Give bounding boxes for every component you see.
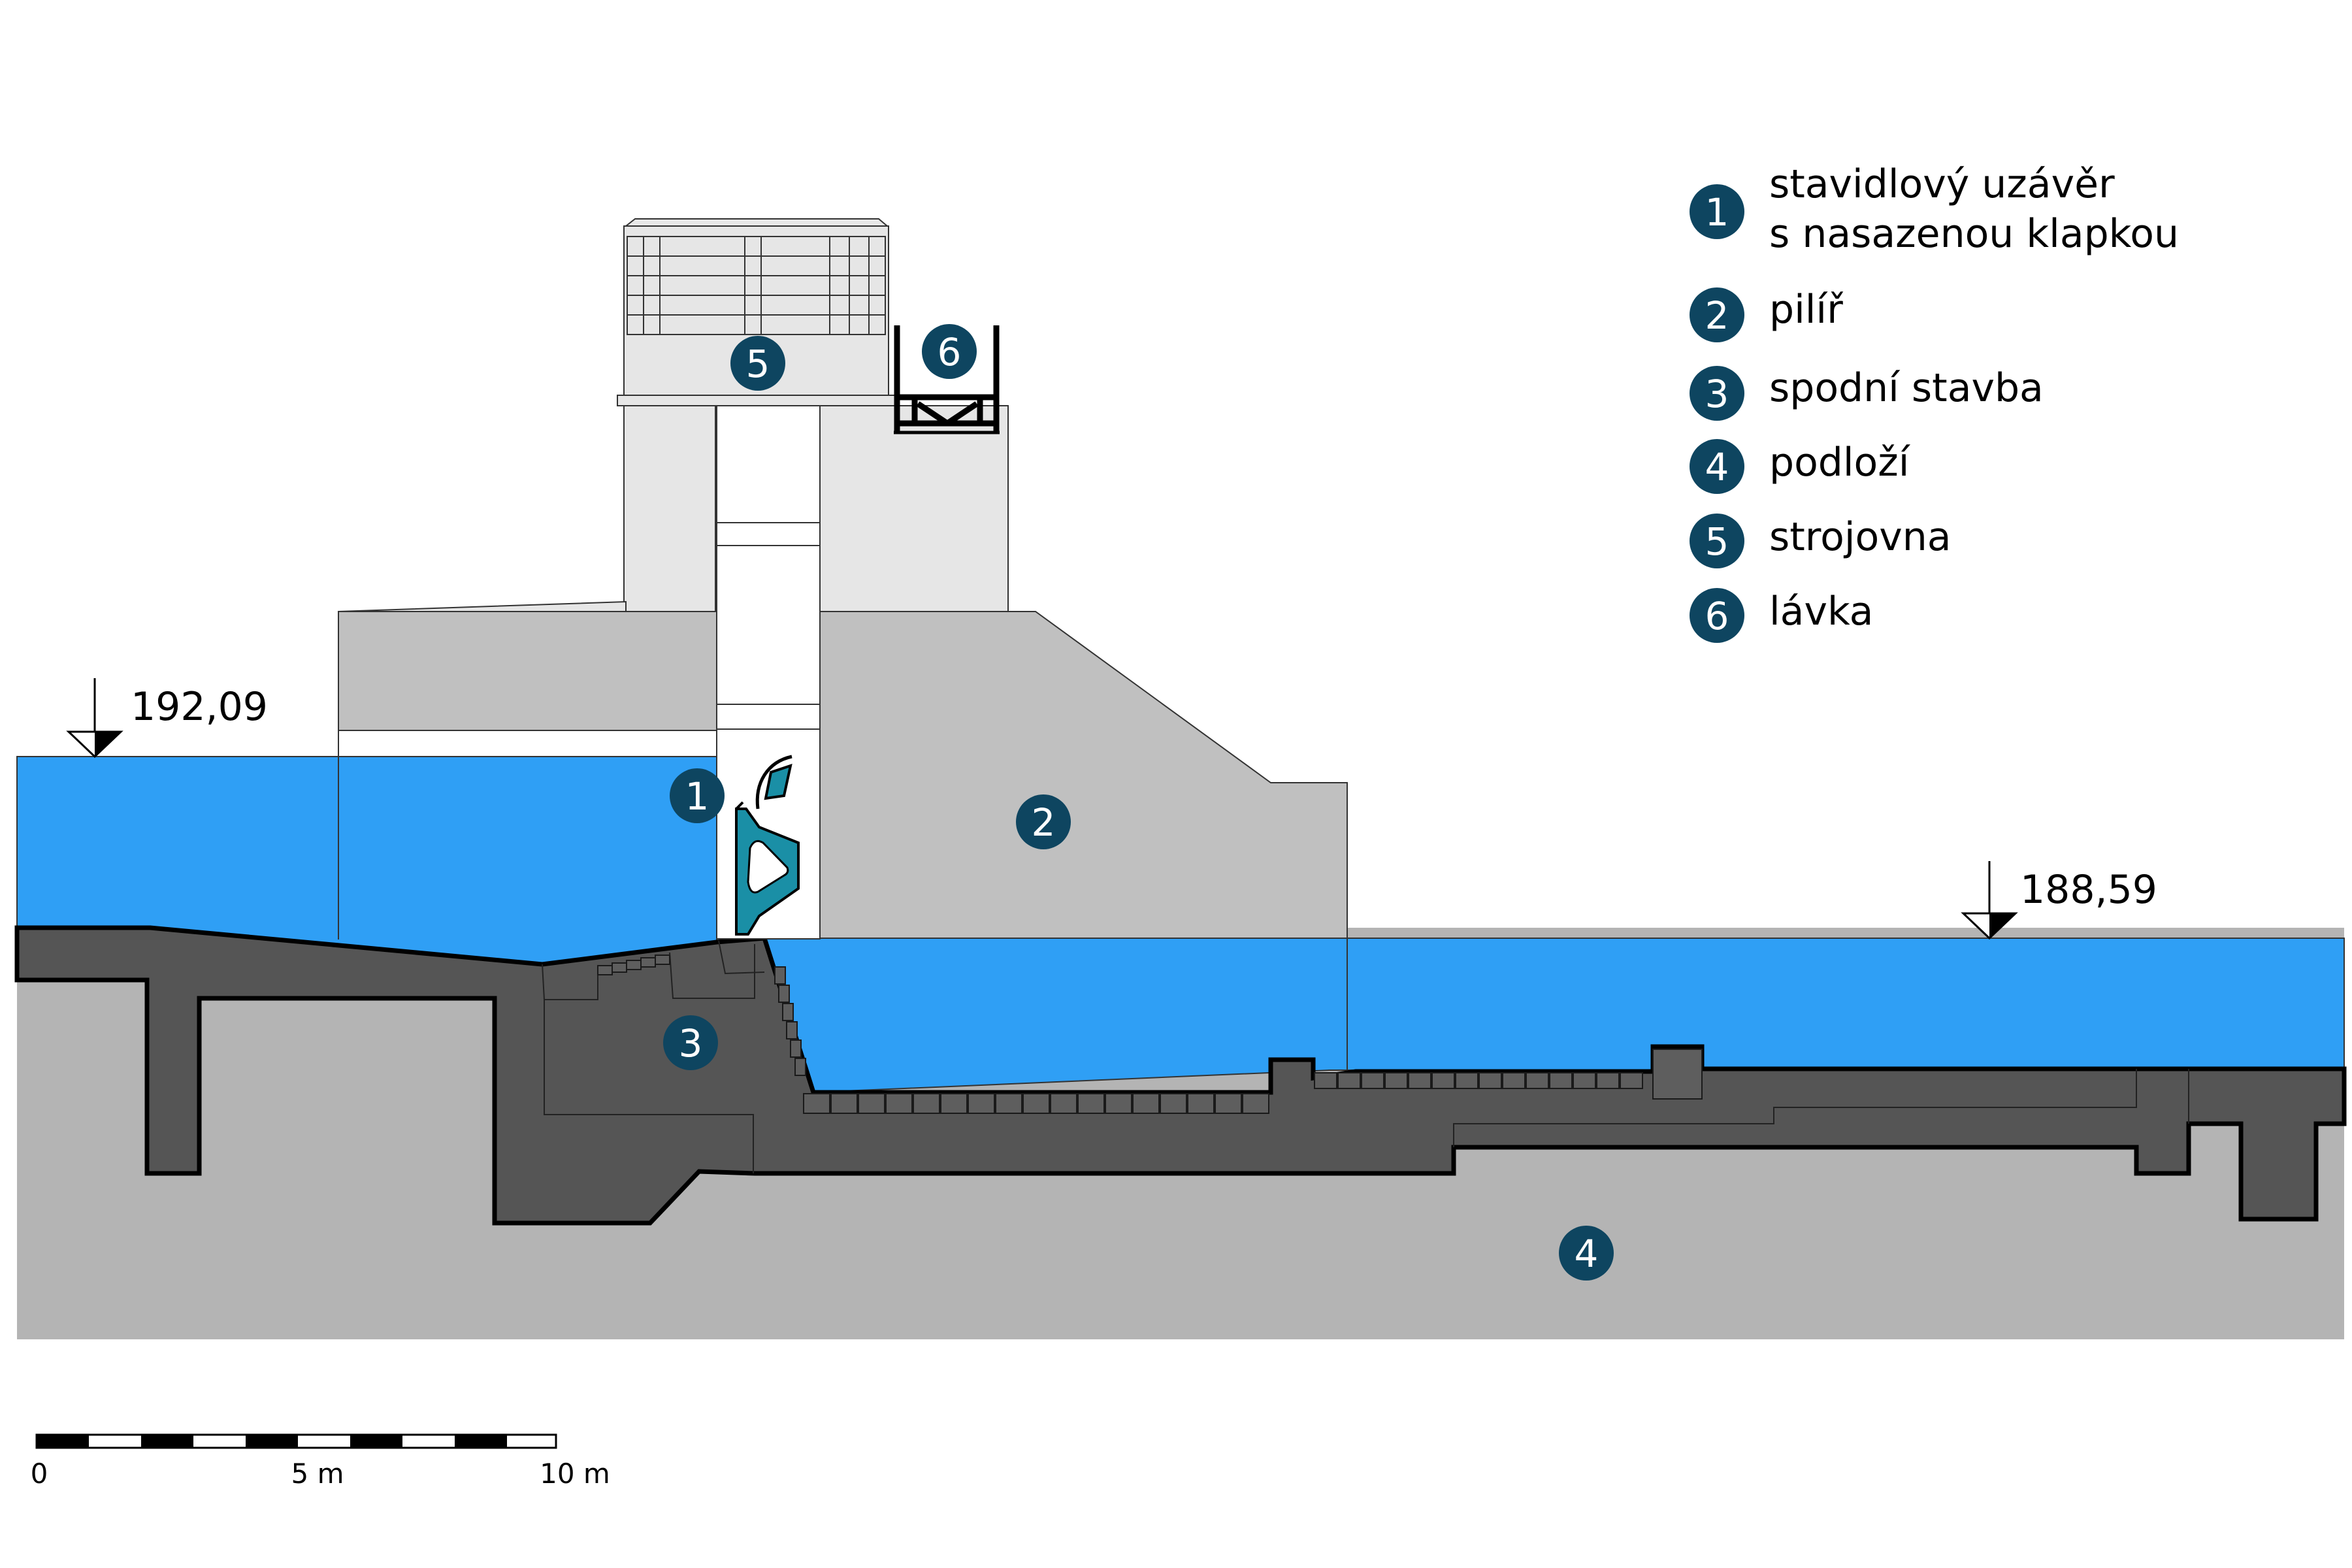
scale-bar: 0 5 m 10 m	[31, 1433, 610, 1490]
legend-item-4: 4 podloží	[1690, 439, 1911, 494]
legend-item-6-label: lávka	[1769, 589, 1873, 634]
water-level-downstream-label: 188,59	[2020, 867, 2157, 913]
facing-blocks	[597, 955, 1703, 1114]
scale-label-0: 0	[31, 1458, 48, 1490]
substructure-inner-lines	[542, 940, 2189, 1173]
marker-machine-room: 5	[730, 336, 785, 391]
water-level-downstream: 188,59	[1961, 861, 2157, 940]
marker-subsoil: 4	[1559, 1226, 1614, 1281]
machine-room-window	[627, 236, 886, 335]
svg-text:4: 4	[1575, 1232, 1599, 1276]
legend-item-3: 3 spodní stavba	[1690, 365, 2044, 421]
svg-text:2: 2	[1032, 800, 1056, 845]
scale-label-10m: 10 m	[540, 1458, 610, 1490]
footbridge	[894, 325, 1000, 434]
water-level-upstream-label: 192,09	[131, 684, 268, 730]
legend-item-1-line2: s nasazenou klapkou	[1769, 211, 2179, 257]
svg-text:5: 5	[746, 342, 770, 386]
svg-text:6: 6	[938, 330, 962, 374]
marker-pier: 2	[1016, 794, 1071, 849]
scale-label-5m: 5 m	[291, 1458, 344, 1490]
sluice-gate	[735, 755, 800, 936]
legend-item-2-label: pilíř	[1769, 287, 1844, 333]
legend-item-2: 2 pilíř	[1690, 287, 1844, 342]
svg-text:4: 4	[1705, 445, 1729, 489]
marker-substructure: 3	[663, 1015, 718, 1070]
marker-gate: 1	[670, 768, 725, 823]
legend-item-1: 1 stavidlový uzávěr s nasazenou klapkou	[1690, 161, 2179, 257]
legend-item-5-label: strojovna	[1769, 514, 1952, 560]
legend-item-1-line1: stavidlový uzávěr	[1769, 161, 2115, 207]
svg-text:5: 5	[1705, 519, 1729, 564]
legend: 1 stavidlový uzávěr s nasazenou klapkou …	[1690, 161, 2179, 643]
marker-footbridge: 6	[922, 324, 977, 379]
svg-text:1: 1	[685, 774, 710, 819]
svg-text:6: 6	[1705, 594, 1729, 638]
machine-room	[338, 218, 1009, 612]
svg-text:2: 2	[1705, 293, 1729, 338]
svg-text:1: 1	[1705, 190, 1729, 235]
substructure	[14, 925, 2347, 1226]
water-level-upstream: 192,09	[66, 678, 268, 759]
legend-item-5: 5 strojovna	[1690, 514, 1952, 568]
svg-text:3: 3	[1705, 372, 1729, 416]
svg-text:3: 3	[679, 1021, 703, 1066]
gate-shaft	[716, 405, 821, 939]
legend-item-4-label: podloží	[1769, 440, 1911, 485]
legend-item-6: 6 lávka	[1690, 588, 1873, 643]
legend-item-3-label: spodní stavba	[1769, 365, 2044, 411]
